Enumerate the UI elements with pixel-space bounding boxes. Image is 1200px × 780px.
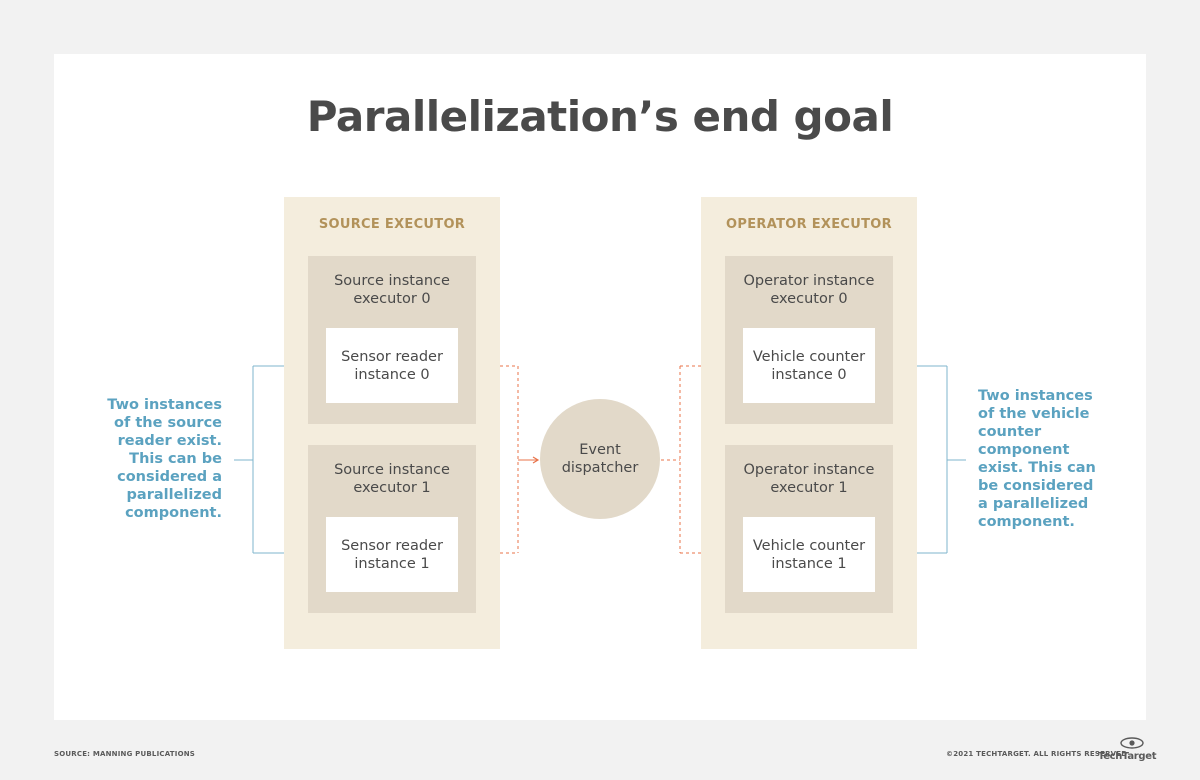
operator-executor: OPERATOR EXECUTOR Operator instance exec… bbox=[701, 197, 917, 649]
source-credit: SOURCE: MANNING PUBLICATIONS bbox=[54, 750, 196, 758]
eye-icon bbox=[1120, 737, 1144, 749]
operator-instance-executor-0-label: Operator instance executor 0 bbox=[743, 273, 875, 307]
source-instance-executor-0: Source instance executor 0 Sensor reader… bbox=[308, 256, 476, 424]
source-instance-executor-1-label: Source instance executor 1 bbox=[334, 462, 450, 496]
vehicle-counter-instance-0-label: Vehicle counter instance 0 bbox=[752, 348, 866, 383]
source-instance-executor-1: Source instance executor 1 Sensor reader… bbox=[308, 445, 476, 613]
sensor-reader-instance-0: Sensor reader instance 0 bbox=[326, 328, 458, 403]
techtarget-logo: TechTarget bbox=[1098, 736, 1157, 762]
right-annotation: Two instances of the vehicle counter com… bbox=[978, 388, 1096, 530]
operator-instance-executor-1-label: Operator instance executor 1 bbox=[743, 462, 875, 496]
source-executor: SOURCE EXECUTOR Source instance executor… bbox=[284, 197, 500, 649]
source-executor-label: SOURCE EXECUTOR bbox=[318, 217, 466, 232]
sensor-reader-instance-1: Sensor reader instance 1 bbox=[326, 517, 458, 592]
operator-instance-executor-0: Operator instance executor 0 Vehicle cou… bbox=[725, 256, 893, 424]
brand-name: TechTarget bbox=[1098, 751, 1157, 762]
sensor-reader-instance-1-label: Sensor reader instance 1 bbox=[341, 537, 443, 572]
source-instance-executor-0-label: Source instance executor 0 bbox=[334, 273, 450, 307]
event-dispatcher-label: Event dispatcher bbox=[561, 442, 639, 476]
vehicle-counter-instance-0: Vehicle counter instance 0 bbox=[743, 328, 875, 403]
diagram-card bbox=[54, 54, 1146, 720]
vehicle-counter-instance-1: Vehicle counter instance 1 bbox=[743, 517, 875, 592]
left-annotation: Two instances of the source reader exist… bbox=[107, 397, 222, 521]
vehicle-counter-instance-1-label: Vehicle counter instance 1 bbox=[752, 537, 866, 572]
operator-executor-label: OPERATOR EXECUTOR bbox=[726, 217, 892, 232]
sensor-reader-instance-0-label: Sensor reader instance 0 bbox=[341, 348, 443, 383]
event-dispatcher: Event dispatcher bbox=[540, 399, 660, 519]
diagram-title: Parallelization’s end goal bbox=[306, 92, 894, 141]
operator-instance-executor-1: Operator instance executor 1 Vehicle cou… bbox=[725, 445, 893, 613]
copyright-notice: ©2021 TECHTARGET. ALL RIGHTS RESERVED bbox=[946, 750, 1128, 758]
